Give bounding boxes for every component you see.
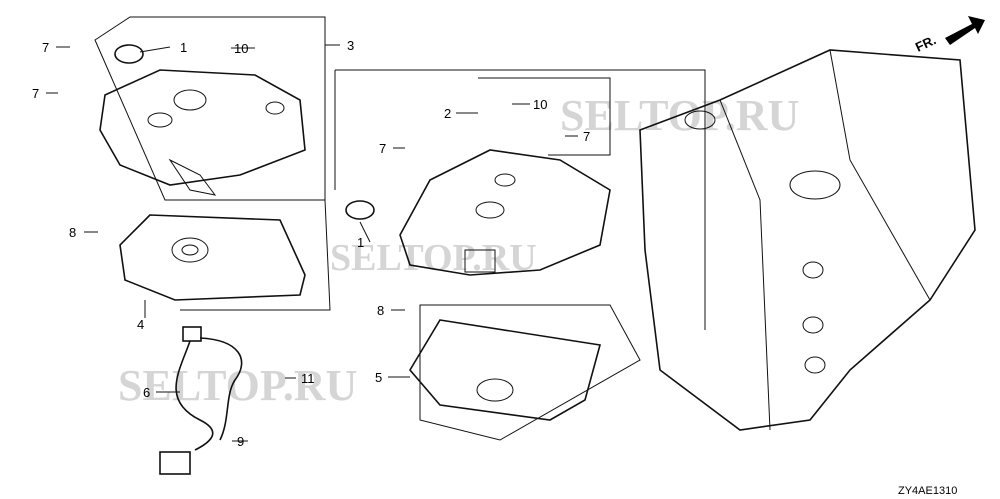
callout-1: 1 bbox=[357, 235, 364, 250]
callout-4: 4 bbox=[137, 317, 144, 332]
callout-1: 1 bbox=[180, 40, 187, 55]
callout-10: 10 bbox=[533, 97, 547, 112]
svg-text:FR.: FR. bbox=[913, 32, 938, 54]
callout-7: 7 bbox=[379, 141, 386, 156]
callout-5: 5 bbox=[375, 370, 382, 385]
group-frame-inner bbox=[478, 77, 611, 156]
watermark: SELTOP.RU bbox=[118, 361, 357, 410]
cap-part-1 bbox=[114, 44, 144, 64]
callout-10: 10 bbox=[234, 41, 248, 56]
gasket-part-4 bbox=[119, 214, 306, 301]
callout-8: 8 bbox=[377, 303, 384, 318]
front-direction-indicator: FR. bbox=[913, 16, 985, 55]
leader-lines bbox=[46, 44, 578, 442]
engine-block bbox=[639, 49, 976, 431]
callout-2: 2 bbox=[444, 106, 451, 121]
callout-7: 7 bbox=[32, 86, 39, 101]
callout-6: 6 bbox=[143, 385, 150, 400]
callout-8: 8 bbox=[69, 225, 76, 240]
diagram-code: ZY4AE1310 bbox=[898, 485, 957, 497]
sensor-harness-part-6 bbox=[159, 326, 243, 475]
callout-3: 3 bbox=[347, 38, 354, 53]
cap-part-1b bbox=[345, 200, 375, 220]
group-frame-5 bbox=[419, 304, 641, 441]
group-frame-4 bbox=[180, 199, 331, 311]
group-frame-2 bbox=[334, 69, 706, 330]
callout-7: 7 bbox=[42, 40, 49, 55]
group-frame-3 bbox=[94, 16, 326, 201]
callout-9: 9 bbox=[237, 434, 244, 449]
callout-7: 7 bbox=[583, 129, 590, 144]
callout-11: 11 bbox=[301, 371, 315, 386]
gasket-part-5 bbox=[409, 319, 602, 421]
cover-main-part-2 bbox=[399, 149, 611, 276]
cover-upper-left bbox=[99, 69, 306, 196]
